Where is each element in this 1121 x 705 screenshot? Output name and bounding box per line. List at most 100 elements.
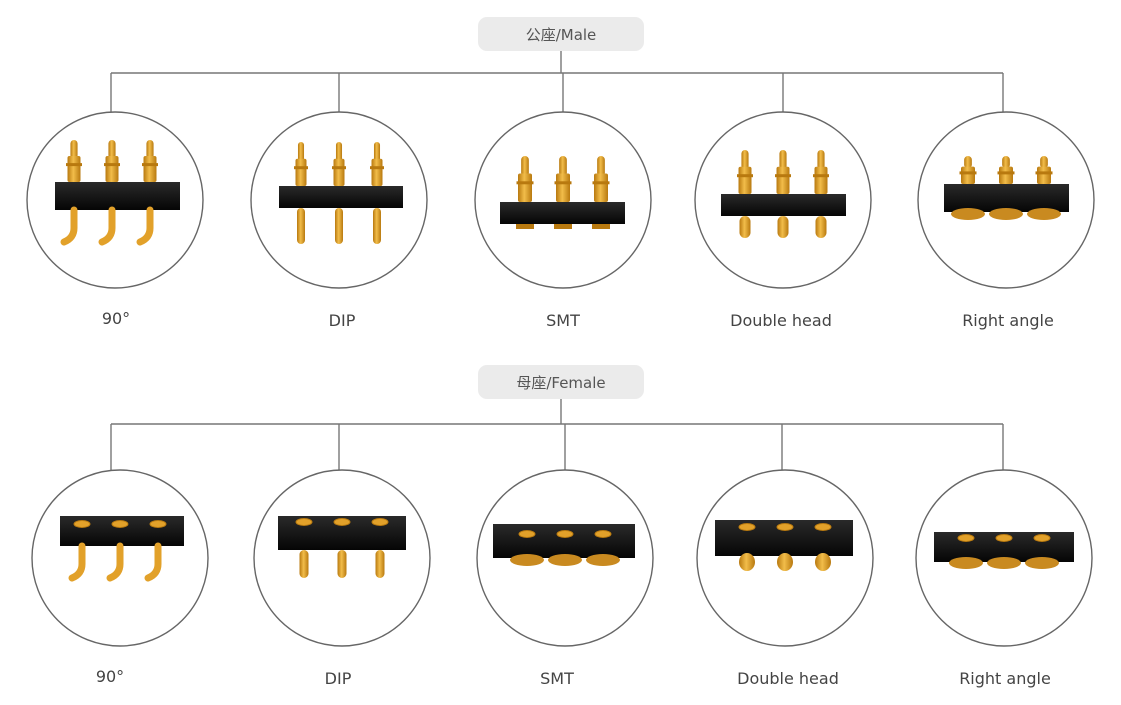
- insulator-body: [493, 524, 635, 558]
- contact-bump: [739, 553, 755, 571]
- male-label-dip: DIP: [328, 311, 356, 330]
- female-label-double-head: Double head: [737, 669, 839, 688]
- pin-tip: [108, 140, 116, 159]
- pin-barrel: [67, 155, 81, 182]
- pin-barrel: [1037, 166, 1051, 184]
- pin-barrel: [961, 166, 975, 184]
- pin-barrel: [518, 173, 532, 202]
- pin-tip: [597, 156, 605, 177]
- contact-hole: [594, 530, 612, 538]
- pin-ring: [516, 181, 534, 185]
- connector-male-double: [694, 111, 872, 289]
- pin-tail: [373, 208, 381, 244]
- pin-tip: [1002, 156, 1010, 169]
- pin-tip: [779, 150, 787, 170]
- connector-circles: [26, 111, 1095, 647]
- pin-ring: [959, 171, 977, 175]
- smt-pad: [554, 224, 572, 229]
- insulator-body: [500, 202, 625, 224]
- contact-hole: [738, 523, 756, 531]
- pin-ring: [592, 181, 610, 185]
- pin-barrel: [295, 158, 307, 186]
- pin-tail: [297, 208, 305, 244]
- bent-pin: [98, 206, 116, 246]
- pin-tail: [777, 216, 789, 238]
- pin-tail: [335, 208, 343, 244]
- pin-ring: [997, 171, 1015, 175]
- pin-ring: [775, 174, 791, 178]
- pin-barrel: [333, 158, 345, 186]
- contact-hole: [776, 523, 794, 531]
- contact-hole: [556, 530, 574, 538]
- pin-barrel: [776, 166, 790, 194]
- contact-bump: [815, 553, 831, 571]
- pin-tip: [70, 140, 78, 159]
- pin-tip: [373, 142, 381, 162]
- pin-tail: [299, 550, 309, 578]
- male-section-title: 公座/Male: [478, 17, 644, 51]
- male-label-90: 90°: [101, 309, 131, 328]
- bent-pin: [136, 206, 154, 246]
- pin-tail: [375, 550, 385, 578]
- contact-hole: [149, 520, 167, 528]
- contact-hole: [957, 534, 975, 542]
- contact-hole: [814, 523, 832, 531]
- female-section-title: 母座/Female: [478, 365, 644, 399]
- pin-ring: [554, 181, 572, 185]
- contact-hole: [1033, 534, 1051, 542]
- pin-ring: [142, 163, 158, 167]
- connector-female-smt: [476, 469, 654, 647]
- pin-barrel: [814, 166, 828, 194]
- pin-barrel: [371, 158, 383, 186]
- smt-pad: [516, 224, 534, 229]
- solder-foot: [951, 208, 985, 220]
- pin-barrel: [999, 166, 1013, 184]
- pin-ring: [370, 166, 384, 170]
- pin-tip: [741, 150, 749, 170]
- contact-hole: [73, 520, 91, 528]
- tree-lines: [110, 51, 1004, 471]
- male-label-double-head: Double head: [730, 311, 832, 330]
- solder-foot: [987, 557, 1021, 569]
- pin-tip: [817, 150, 825, 170]
- bent-pin: [106, 542, 124, 582]
- bent-pin: [60, 206, 78, 246]
- female-label-90: 90°: [95, 667, 125, 686]
- solder-foot: [1027, 208, 1061, 220]
- bent-pin: [68, 542, 86, 582]
- insulator-body: [944, 184, 1069, 212]
- pin-tail: [739, 216, 751, 238]
- connector-male-right: [917, 111, 1095, 289]
- insulator-body: [721, 194, 846, 216]
- pin-tail: [815, 216, 827, 238]
- pin-tip: [521, 156, 529, 177]
- pin-barrel: [105, 155, 119, 182]
- bent-pin: [144, 542, 162, 582]
- solder-foot: [949, 557, 983, 569]
- pin-ring: [66, 163, 82, 167]
- connector-female-90: [31, 469, 209, 647]
- pin-barrel: [556, 173, 570, 202]
- solder-foot: [548, 554, 582, 566]
- connector-male-90: [26, 111, 204, 289]
- solder-foot: [510, 554, 544, 566]
- insulator-body: [279, 186, 403, 208]
- pin-tip: [559, 156, 567, 177]
- pin-tail: [337, 550, 347, 578]
- pin-tip: [335, 142, 343, 162]
- contact-hole: [995, 534, 1013, 542]
- pin-ring: [332, 166, 346, 170]
- male-label-right-angle: Right angle: [962, 311, 1054, 330]
- connector-male-dip: [250, 111, 428, 289]
- pin-tip: [146, 140, 154, 159]
- female-label-smt: SMT: [540, 669, 574, 688]
- connector-female-dip: [253, 469, 431, 647]
- pin-tip: [964, 156, 972, 169]
- connector-male-smt: [474, 111, 652, 289]
- pin-barrel: [143, 155, 157, 182]
- pin-tip: [1040, 156, 1048, 169]
- contact-hole: [371, 518, 389, 526]
- pin-ring: [294, 166, 308, 170]
- solder-foot: [989, 208, 1023, 220]
